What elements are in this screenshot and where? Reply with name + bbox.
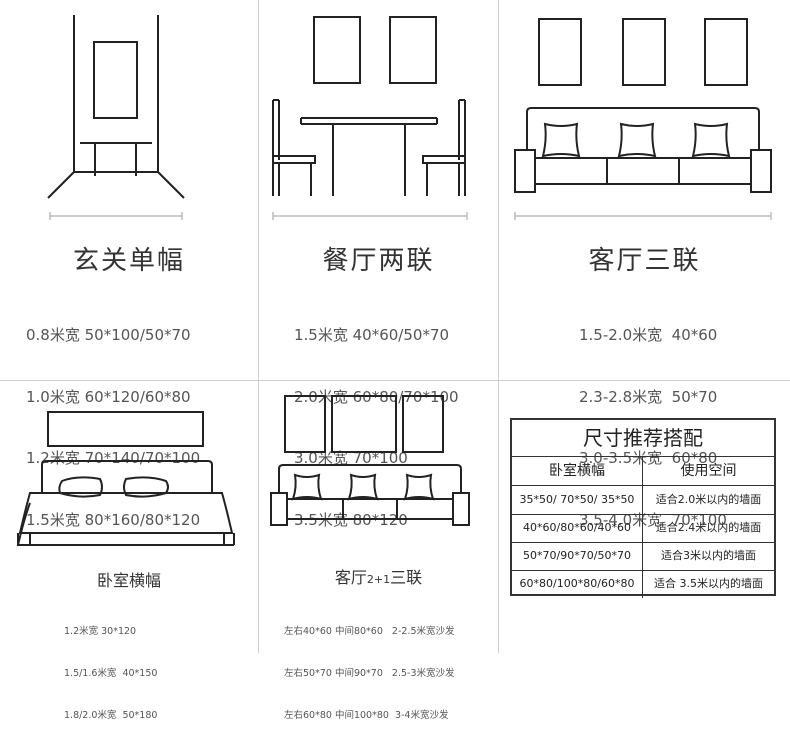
spec-line: 1.5米宽 40*60/50*70 (294, 326, 450, 344)
panel-dining: 餐厅两联 1.5米宽 40*60/50*70 2.0米宽 60*80/70*10… (259, 0, 498, 529)
living-title: 客厅三联 (588, 246, 701, 276)
dining-illustration (259, 0, 498, 230)
living-2plus1-title: 客厅2+1三联 (259, 564, 498, 588)
table-cell: 适合2.4米以内的墙面 (655, 521, 762, 534)
table-title: 尺寸推荐搭配 (512, 420, 774, 457)
divider-v1 (258, 0, 259, 380)
divider-v3 (258, 380, 259, 653)
table-cell: 50*70/90*70/50*70 (512, 542, 643, 570)
header-cell: 使用空间 (680, 463, 737, 479)
table-cell: 35*50/ 70*50/ 35*50 (512, 486, 643, 514)
spec-line: 1.8/2.0米宽 50*180 (64, 710, 158, 721)
living-2plus1-illustration (259, 381, 498, 551)
table-row: 60*80/100*80/60*80 适合 3.5米以内的墙面 (512, 570, 774, 598)
spec-line: 3.5-4.0米宽 70*100 (579, 510, 727, 529)
title-sub: 2+1 (366, 573, 391, 586)
table-cell: 适合 3.5米以内的墙面 (654, 577, 763, 590)
divider-v4 (498, 380, 499, 653)
table-cell: 适合2.0米以内的墙面 (655, 493, 762, 506)
spec-line: 1.2米宽 70*140/70*100 (26, 449, 201, 467)
spec-line: 1.0米宽 60*120/60*80 (26, 387, 191, 406)
spec-line: 1.5-2.0米宽 40*60 (579, 326, 718, 344)
dining-title: 餐厅两联 (322, 246, 435, 276)
table-header-row: 卧室横幅 使用空间 (512, 457, 774, 486)
panel-living-2plus1: 客厅2+1三联 左右40*60 中间80*60 2-2.5米宽沙发 左右50*7… (259, 381, 498, 721)
table-cell: 60*80/100*80/60*80 (512, 570, 643, 598)
spec-line: 0.8米宽 50*100/50*70 (26, 326, 191, 344)
living-2plus1-specs: 左右40*60 中间80*60 2-2.5米宽沙发 左右50*70 中间90*7… (284, 597, 455, 751)
living-specs: 1.5-2.0米宽 40*60 2.3-2.8米宽 50*70 3.0-3.5米… (579, 284, 727, 571)
panel-bedroom: 卧室横幅 1.2米宽 30*120 1.5/1.6米宽 40*150 1.8/2… (0, 381, 258, 721)
spec-line: 3.0-3.5米宽 60*80 (579, 449, 718, 467)
divider-v2 (498, 0, 499, 380)
entrance-illustration (0, 0, 258, 230)
header-cell: 卧室横幅 (512, 457, 643, 485)
title-main: 客厅 (334, 568, 367, 587)
spec-line: 1.2米宽 30*120 (64, 626, 137, 637)
title-end: 三联 (390, 568, 423, 587)
table-row: 50*70/90*70/50*70 适合3米以内的墙面 (512, 542, 774, 571)
spec-line: 2.3-2.8米宽 50*70 (579, 387, 718, 406)
spec-line: 左右60*80 中间100*80 3-4米宽沙发 (284, 710, 449, 721)
entrance-specs: 0.8米宽 50*100/50*70 1.0米宽 60*120/60*80 1.… (26, 284, 200, 571)
entrance-title: 玄关单幅 (72, 246, 185, 276)
table-row: 40*60/80*60/40*60 适合2.4米以内的墙面 (512, 514, 774, 543)
bedroom-illustration (0, 381, 258, 551)
table-row: 35*50/ 70*50/ 35*50 适合2.0米以内的墙面 (512, 486, 774, 515)
spec-line: 1.5米宽 80*160/80*120 (26, 510, 201, 529)
table-cell: 适合3米以内的墙面 (661, 549, 756, 562)
size-recommendation-table: 尺寸推荐搭配 卧室横幅 使用空间 35*50/ 70*50/ 35*50 适合2… (510, 418, 776, 598)
bedroom-specs: 1.2米宽 30*120 1.5/1.6米宽 40*150 1.8/2.0米宽 … (64, 597, 157, 751)
panel-entrance: 玄关单幅 0.8米宽 50*100/50*70 1.0米宽 60*120/60*… (0, 0, 258, 529)
living-illustration (499, 0, 790, 230)
panel-living: 客厅三联 1.5-2.0米宽 40*60 2.3-2.8米宽 50*70 3.0… (499, 0, 790, 529)
spec-line: 左右40*60 中间80*60 2-2.5米宽沙发 (284, 626, 455, 637)
spec-line: 左右50*70 中间90*70 2.5-3米宽沙发 (284, 668, 455, 679)
divider-h1 (0, 380, 790, 381)
spec-line: 3.0米宽 70*100 (294, 449, 408, 467)
spec-line: 1.5/1.6米宽 40*150 (64, 668, 158, 679)
table-cell: 40*60/80*60/40*60 (512, 514, 643, 542)
bedroom-title: 卧室横幅 (96, 571, 161, 590)
